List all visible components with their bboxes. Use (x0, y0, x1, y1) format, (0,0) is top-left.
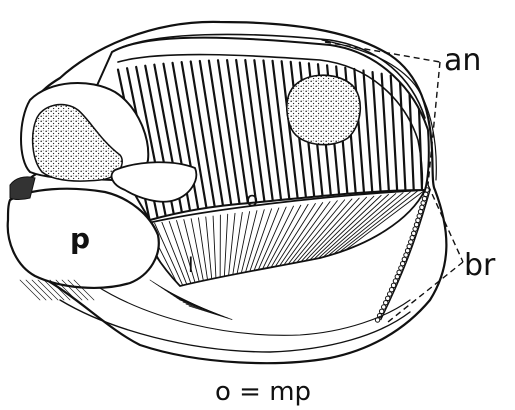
stippled-organ-right (287, 75, 360, 145)
label-l: l (188, 253, 194, 277)
label-o: o (246, 187, 258, 211)
caption: o = mp (215, 377, 311, 407)
label-br: br (464, 248, 496, 283)
label-p: p (70, 222, 90, 255)
label-an: an (444, 43, 481, 78)
